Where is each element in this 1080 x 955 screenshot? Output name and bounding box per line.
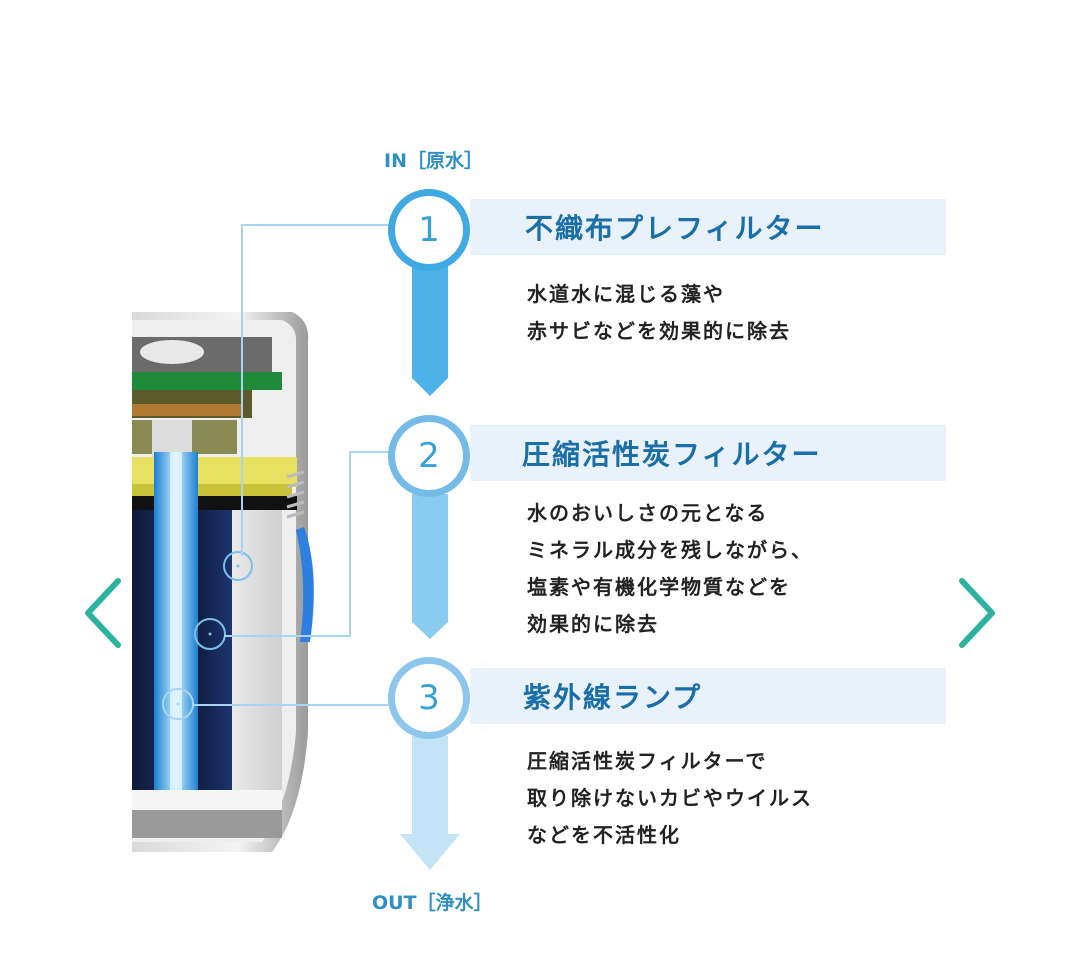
step-3-description: 圧縮活性炭フィルターで 取り除けないカビやウイルス などを不活性化 — [527, 743, 813, 854]
flow-arrow-out — [400, 736, 460, 870]
step-3-desc-line: 圧縮活性炭フィルターで — [527, 749, 768, 773]
chevron-right-icon — [959, 578, 995, 648]
step-1-desc-line: 水道水に混じる藻や — [527, 282, 725, 306]
step-2-number: 2 — [418, 436, 440, 476]
step-1-number: 1 — [418, 210, 440, 250]
step-2-desc-line: 効果的に除去 — [527, 612, 659, 636]
step-3-number: 3 — [418, 678, 440, 718]
out-label: OUT［浄水］ — [372, 892, 493, 914]
flow-arrow-1 — [412, 266, 448, 396]
step-2-title-bar: 圧縮活性炭フィルター — [470, 425, 946, 481]
step-2-number-badge: 2 — [388, 415, 470, 497]
leader-line-3 — [192, 704, 389, 706]
chevron-left-icon — [85, 578, 121, 648]
step-1-title: 不織布プレフィルター — [525, 212, 825, 245]
step-2-desc-line: 塩素や有機化学物質などを — [527, 575, 791, 599]
step-1-title-bar: 不織布プレフィルター — [470, 199, 946, 255]
next-slide-button[interactable] — [948, 568, 1008, 658]
in-label: IN［原水］ — [384, 150, 483, 172]
step-3-desc-line: などを不活性化 — [527, 823, 681, 847]
step-3-title: 紫外線ランプ — [523, 681, 703, 714]
previous-slide-button[interactable] — [72, 568, 132, 658]
step-2-description: 水のおいしさの元となる ミネラル成分を残しながら、 塩素や有機化学物質などを 効… — [527, 495, 813, 643]
step-3-desc-line: 取り除けないカビやウイルス — [527, 786, 813, 810]
step-2-desc-line: 水のおいしさの元となる — [527, 501, 769, 525]
water-purifier-cutaway-image — [132, 312, 322, 857]
step-3-number-badge: 3 — [388, 657, 470, 739]
step-1-description: 水道水に混じる藻や 赤サビなどを効果的に除去 — [527, 276, 791, 350]
step-3-title-bar: 紫外線ランプ — [470, 668, 946, 724]
step-2-title: 圧縮活性炭フィルター — [522, 438, 822, 471]
step-1-number-badge: 1 — [388, 189, 470, 271]
leader-line-2 — [224, 451, 349, 637]
leader-line-2-vertical — [349, 451, 391, 637]
leader-line-1 — [241, 224, 391, 556]
step-2-desc-line: ミネラル成分を残しながら、 — [527, 538, 813, 562]
step-1-desc-line: 赤サビなどを効果的に除去 — [527, 319, 791, 343]
flow-arrow-2 — [412, 494, 448, 639]
